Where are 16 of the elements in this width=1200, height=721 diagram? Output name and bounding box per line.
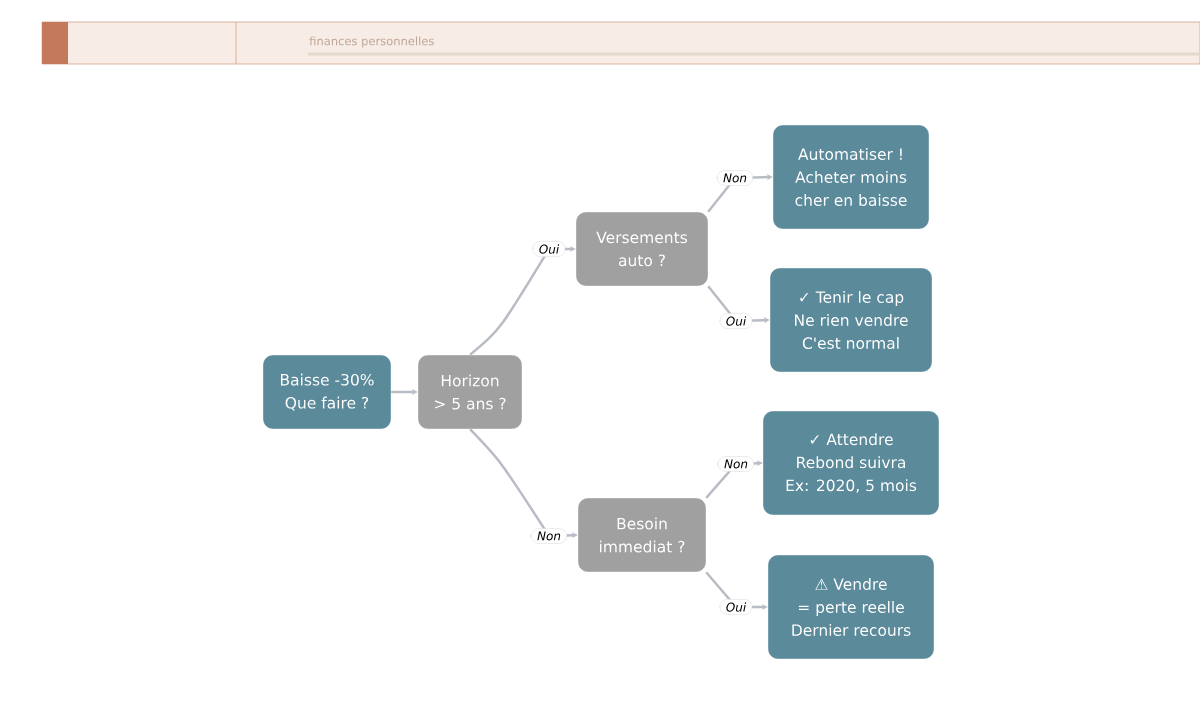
answer-box: Baisse -30% Que faire ? — [262, 354, 392, 430]
answer-box: ✓ Attendre Rebond suivra Ex: 2020, 5 mois — [762, 410, 940, 516]
answer-box: ⚠ Vendre = perte reelle Dernier recours — [767, 554, 935, 660]
arrow — [469, 245, 576, 356]
edge-label: Non — [717, 456, 755, 472]
edge-label: Oui — [719, 599, 753, 615]
question-box: Versements auto ? — [575, 211, 709, 287]
answer-box: Automatiser ! Acheter moins cher en baisse — [772, 124, 930, 230]
edge-label: Non — [530, 528, 568, 544]
answer-box: ✓ Tenir le cap Ne rien vendre C'est normal — [769, 267, 933, 373]
edge-label: Oui — [532, 241, 566, 257]
edge-label: Oui — [719, 313, 753, 329]
question-box: Besoin immediat ? — [577, 497, 707, 573]
edge-label: Non — [716, 170, 754, 186]
question-box: Horizon > 5 ans ? — [417, 354, 523, 430]
tagline: finances personnelles — [309, 36, 434, 48]
